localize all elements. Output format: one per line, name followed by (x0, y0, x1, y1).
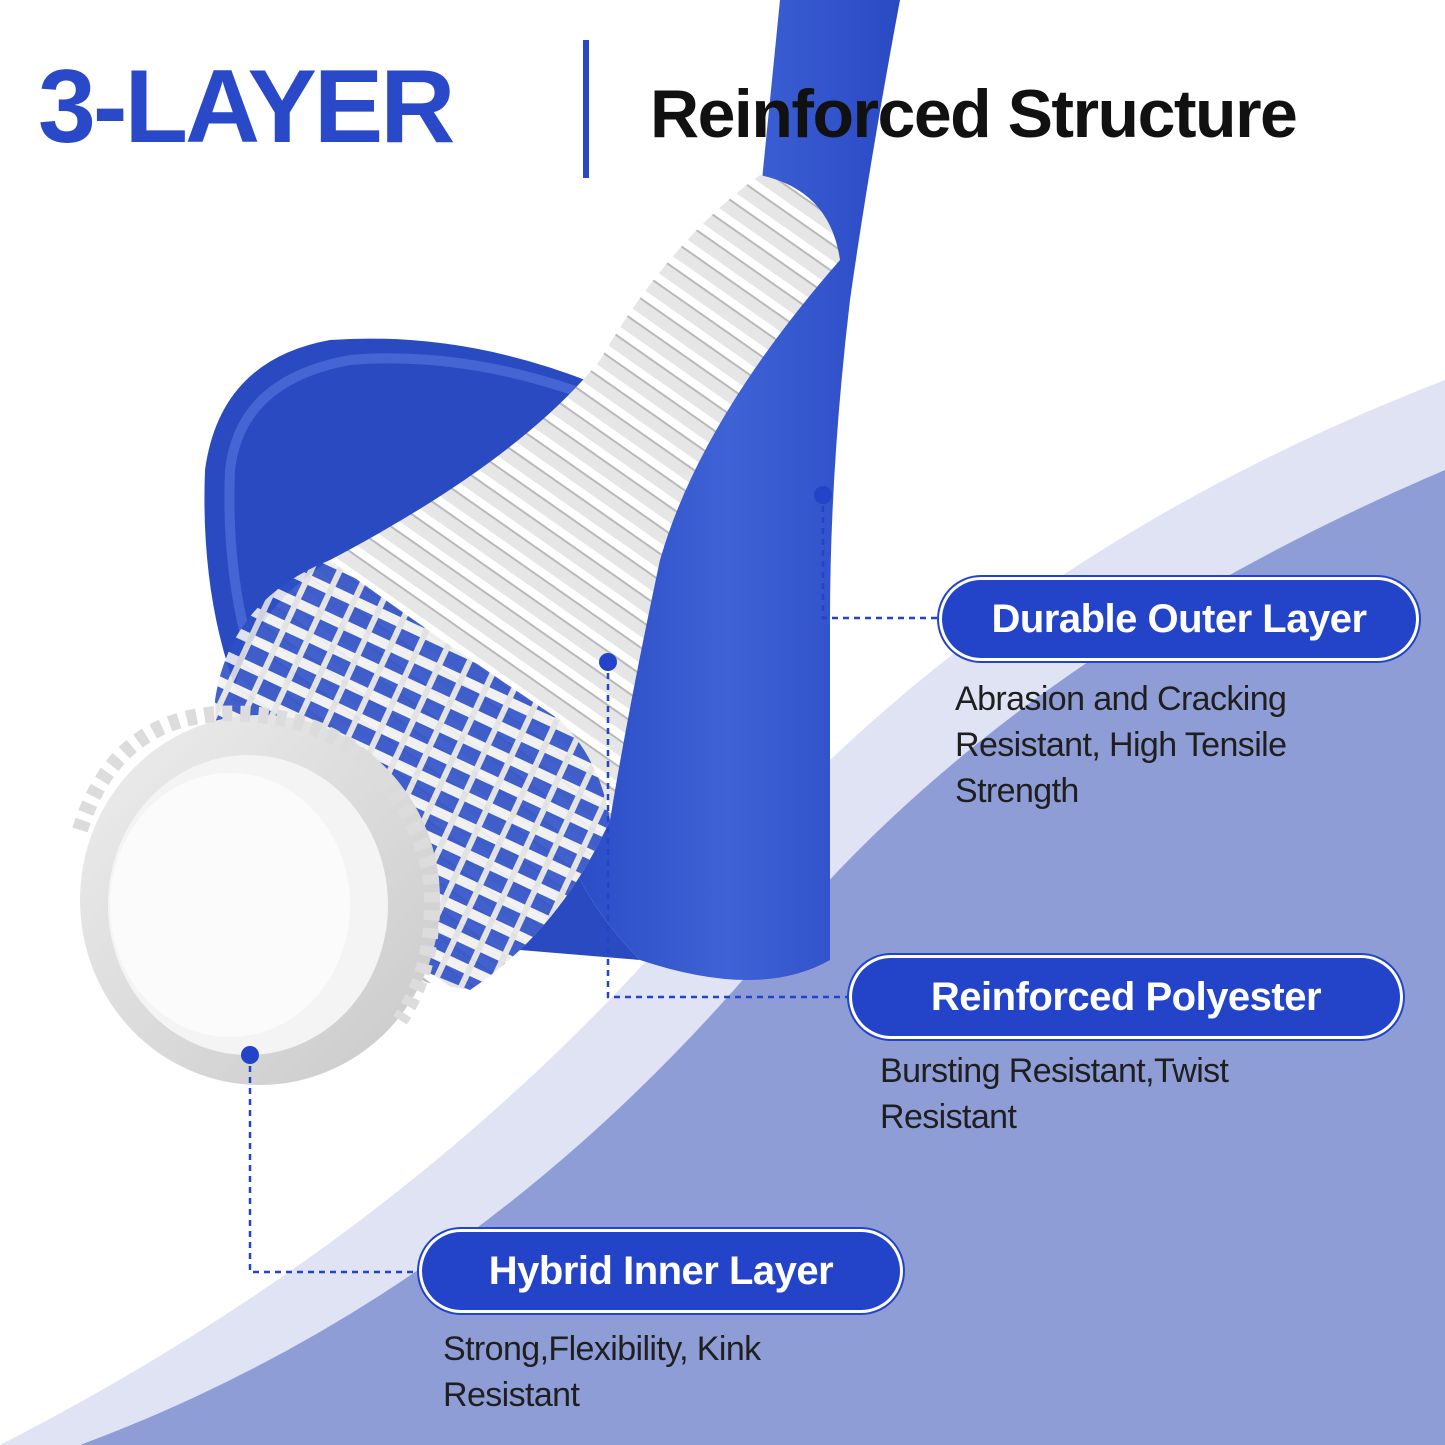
outer-layer-marker-dot (814, 486, 832, 504)
description-line: Resistant (443, 1376, 580, 1414)
inner-layer-label: Hybrid Inner Layer (422, 1232, 900, 1310)
polyester-marker-dot (599, 653, 617, 671)
outer-layer-description: Abrasion and Cracking Resistant, High Te… (955, 676, 1287, 814)
headline-divider (583, 40, 589, 178)
description-line: Strength (955, 772, 1079, 810)
description-line: Resistant (880, 1098, 1017, 1136)
leader-lines (248, 495, 940, 1274)
description-line: Bursting Resistant,Twist (880, 1052, 1229, 1090)
inner-layer-shape (72, 705, 440, 1085)
description-line: Strong,Flexibility, Kink (443, 1330, 761, 1368)
headline-main: 3-LAYER (38, 49, 455, 165)
polyester-label: Reinforced Polyester (852, 958, 1400, 1036)
headline-sub: Reinforced Structure (650, 76, 1298, 152)
polyester-description: Bursting Resistant,Twist Resistant (880, 1048, 1229, 1140)
headline: 3-LAYER Reinforced Structure (38, 40, 1418, 180)
outer-layer-label: Durable Outer Layer (942, 580, 1416, 658)
inner-layer-description: Strong,Flexibility, Kink Resistant (443, 1326, 761, 1418)
description-line: Abrasion and Cracking (955, 680, 1287, 718)
description-line: Resistant, High Tensile (955, 726, 1287, 764)
inner-layer-marker-dot (241, 1046, 259, 1064)
